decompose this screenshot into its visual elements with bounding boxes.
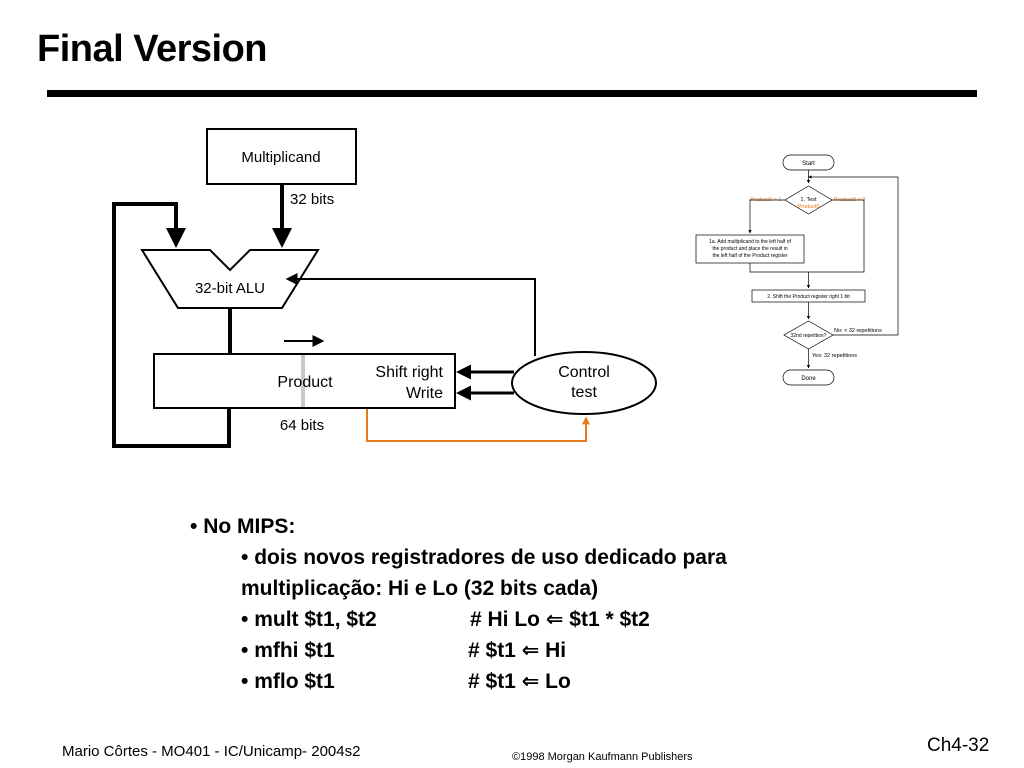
instruction-code: mflo $t1 <box>254 670 335 693</box>
multiplicand-width-label: 32 bits <box>290 191 334 208</box>
write-label: Write <box>406 385 443 402</box>
instruction-code: mfhi $t1 <box>254 639 335 662</box>
flow-add-label-line3: the left half of the Product register <box>712 253 787 259</box>
flow-add-label-line2: the product and place the result in <box>712 246 788 252</box>
product-label: Product <box>277 374 333 391</box>
flow-test-label-line2: Product0 <box>797 204 819 210</box>
alu-shape <box>140 249 320 309</box>
notes-heading-bullet: • No MIPS: <box>190 511 295 542</box>
flow-yes-branch-label: Yes: 32 repetitions <box>812 353 857 359</box>
instruction-comment: # $t1 ⇐ Hi <box>468 639 567 662</box>
flow-repetition-label: 32nd repetition? <box>791 333 827 339</box>
footer-copyright: ©1998 Morgan Kaufmann Publishers <box>512 751 693 763</box>
title-divider <box>47 90 977 97</box>
control-test-unit <box>511 351 657 415</box>
product-bit-test-wire <box>366 409 590 442</box>
instruction-code: mult $t1, $t2 <box>254 608 377 631</box>
flow-add-label-line1: 1a. Add multiplicand to the left half of <box>709 239 791 245</box>
flow-branch-one-arrow <box>748 199 785 234</box>
control-label-line1: Control <box>558 364 610 381</box>
instruction-comment: # $t1 ⇐ Lo <box>468 670 571 693</box>
flow-branch-zero-line <box>808 199 865 273</box>
flow-start-label: Start <box>802 161 815 167</box>
multiplicand-register <box>206 128 357 185</box>
notes-heading: No MIPS: <box>203 515 296 538</box>
instruction-mfhi: • mfhi $t1 <box>241 635 335 666</box>
bullet-glyph: • <box>241 608 255 631</box>
instruction-comment: # Hi Lo ⇐ $t1 * $t2 <box>470 608 650 631</box>
multiplicand-label: Multiplicand <box>241 149 320 166</box>
flow-add-merge-line <box>749 263 809 273</box>
flow-test-decision <box>784 185 833 215</box>
shift-right-label: Shift right <box>375 364 443 381</box>
control-label-line2: test <box>571 384 597 401</box>
bullet-glyph: • <box>190 515 204 538</box>
slide-title: Final Version <box>37 28 268 70</box>
notes-line1: • dois novos registradores de uso dedica… <box>241 546 727 569</box>
instruction-mflo: • mflo $t1 <box>241 666 335 697</box>
page-number: Ch4-32 <box>927 735 990 756</box>
instruction-mult: • mult $t1, $t2 <box>241 604 377 635</box>
bullet-glyph: • <box>241 546 255 569</box>
flow-done-label: Done <box>801 376 816 382</box>
bullet-glyph: • <box>241 670 255 693</box>
alu-control-signal-arrow <box>285 273 536 356</box>
bullet-glyph: • <box>241 639 255 662</box>
flow-loop-back-arrow <box>808 175 899 336</box>
flow-no-branch-label: No: < 32 repetitions <box>834 328 882 334</box>
notes-line2: multiplicação: Hi e Lo (32 bits cada) <box>241 577 599 600</box>
flow-done-node <box>782 369 835 386</box>
product-feedback-loop <box>112 202 231 448</box>
flow-test-label-line1: 1. Test <box>800 197 817 203</box>
product-width-label: 64 bits <box>280 417 324 434</box>
flow-shift-label: 2. Shift the Product register right 1 bi… <box>767 294 850 300</box>
footer-author: Mario Côrtes - MO401 - IC/Unicamp- 2004s… <box>62 743 361 760</box>
alu-label: 32-bit ALU <box>195 280 265 297</box>
